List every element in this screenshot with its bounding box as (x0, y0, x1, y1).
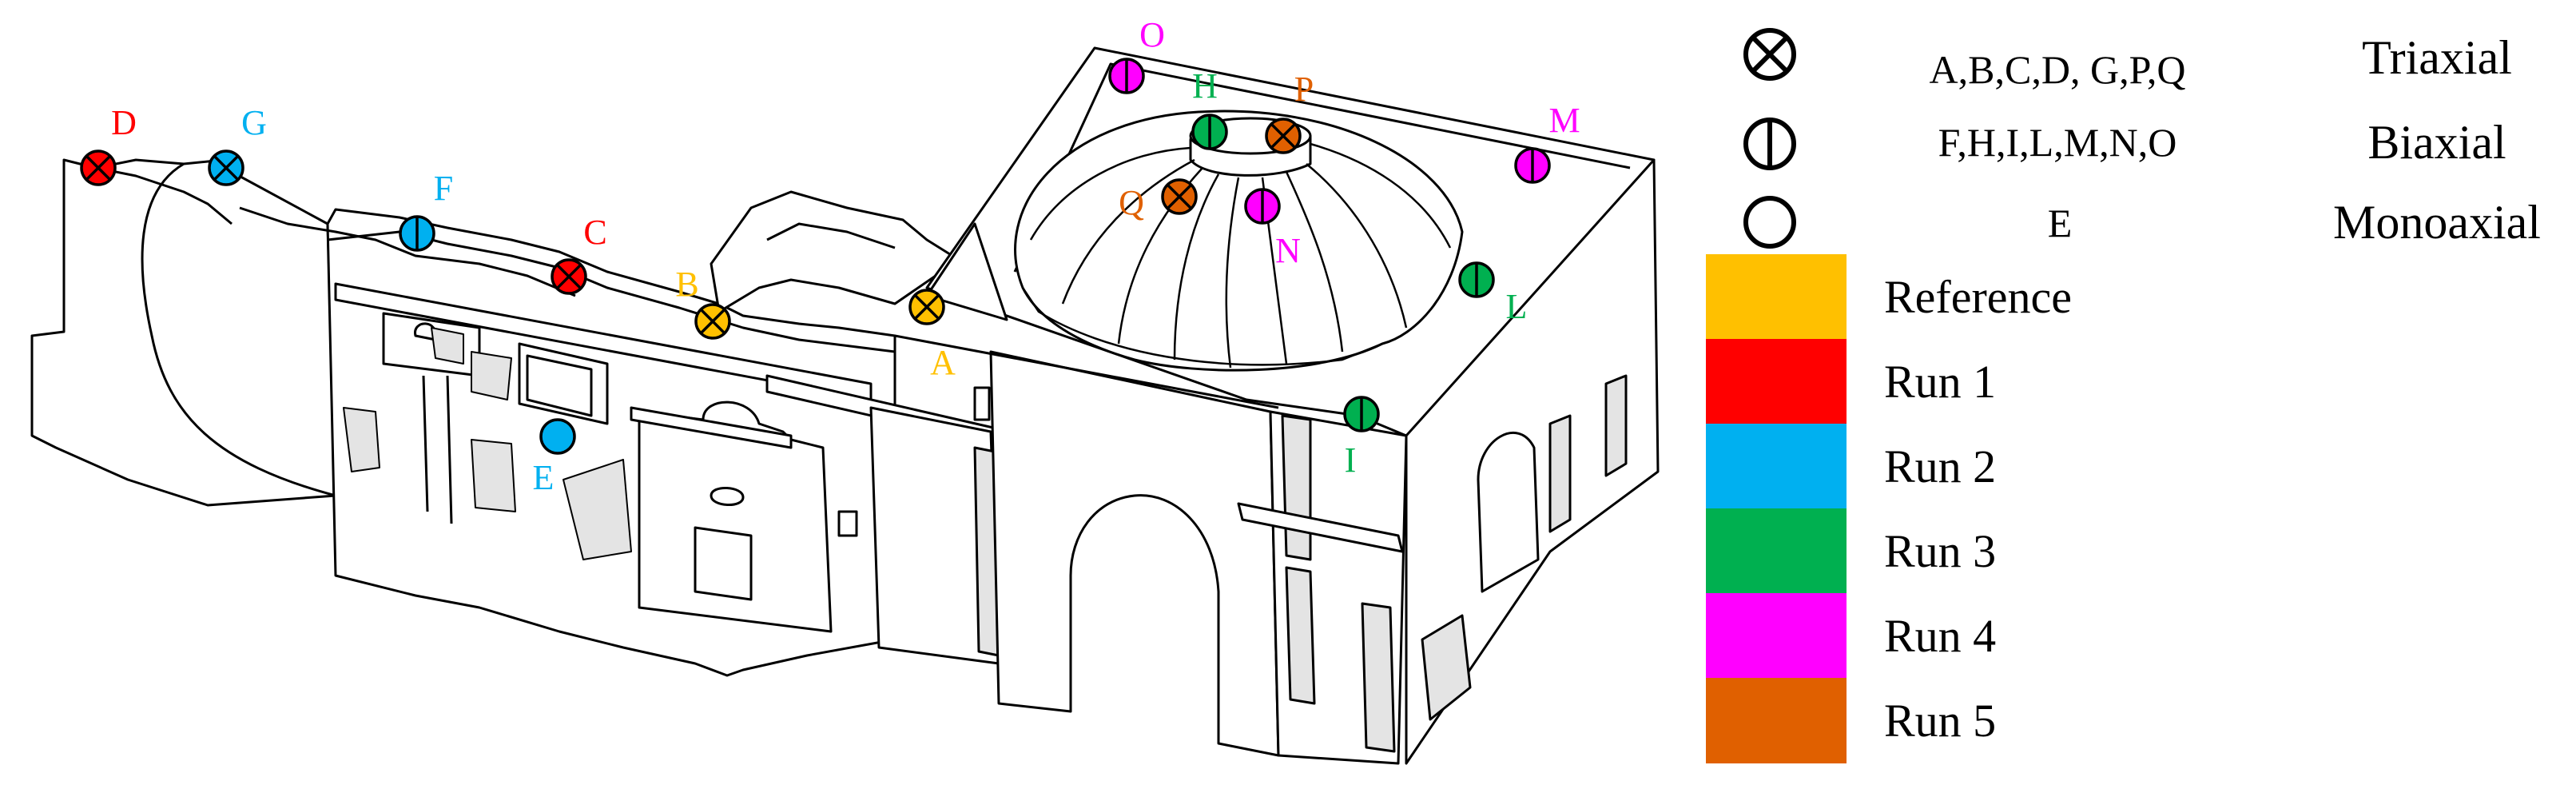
biaxial-icon (1743, 118, 1796, 170)
sensor-label: C (583, 213, 606, 252)
sensor-label: F (434, 169, 453, 208)
legend-run-row: Run 2 (1706, 424, 1996, 509)
legend-triaxial-label: Triaxial (2362, 31, 2512, 84)
legend-run-row: Run 1 (1706, 339, 1996, 424)
triaxial-icon (1743, 28, 1796, 81)
upper-wall-ridge (95, 166, 576, 297)
gable-oval (710, 486, 745, 507)
arch-top-edge (894, 334, 1279, 409)
legend-run-label: Run 4 (1884, 610, 1996, 662)
sensor-d-triaxial: D (80, 103, 137, 186)
sensor-marker (539, 418, 576, 455)
sensor-i-biaxial: I (1343, 396, 1380, 480)
sensor-f-biaxial: F (399, 169, 453, 252)
sensor-m-biaxial: M (1514, 101, 1580, 184)
right-window-2 (1285, 566, 1316, 705)
legend-type-row-biaxial: F,H,I,L,M,N,O Biaxial (1743, 116, 2506, 170)
side-fragment (1421, 614, 1472, 721)
dome (1014, 110, 1464, 372)
legend-run-swatch (1706, 678, 1847, 763)
sensor-label: O (1139, 15, 1165, 54)
legend-run-row: Run 4 (1706, 593, 1996, 679)
sensor-h-biaxial: H (1191, 66, 1228, 150)
side-panel-1 (1548, 414, 1572, 533)
window-2-inner (526, 354, 593, 417)
sensor-b-triaxial: B (675, 265, 731, 340)
sensor-label: N (1275, 231, 1301, 270)
legend-run-swatch (1706, 339, 1847, 424)
arch-block (989, 350, 1280, 757)
legend-biaxial-label: Biaxial (2367, 116, 2506, 169)
right-cornice (1237, 502, 1404, 553)
gable-door (694, 526, 753, 601)
legend: A,B,C,D, G,P,Q Triaxial F,H,I,L,M,N,O Bi… (1706, 28, 2541, 763)
legend-run-label: Run 2 (1884, 440, 1996, 492)
sensor-a-triaxial: A (908, 289, 956, 382)
legend-run-swatch (1706, 593, 1847, 679)
sensor-label: L (1506, 287, 1528, 326)
sensor-label: H (1192, 66, 1218, 106)
sensor-label: B (675, 265, 698, 304)
sensor-label: Q (1119, 183, 1144, 222)
sensor-g-triaxial: G (208, 103, 267, 186)
sensor-label: P (1294, 70, 1314, 109)
legend-run-label: Run 1 (1884, 356, 1996, 408)
tower-curve (141, 162, 336, 497)
roof-triangle (925, 222, 1008, 321)
legend-monoaxial-label: Monoaxial (2333, 196, 2541, 249)
monoaxial-icon (1743, 196, 1796, 249)
central-gable (638, 400, 833, 633)
sensor-p-triaxial: P (1265, 70, 1314, 154)
legend-type-row-triaxial: A,B,C,D, G,P,Q Triaxial (1743, 28, 2512, 92)
sensor-label: G (241, 103, 267, 142)
sensor-n-biaxial: N (1244, 188, 1301, 270)
right-window (1281, 414, 1312, 561)
sensor-markers: A B C D E F G H I L M N O P Q (80, 15, 1580, 497)
legend-run-swatch (1706, 424, 1847, 509)
sensor-label: E (533, 458, 555, 497)
sensor-e-monoaxial: E (533, 418, 576, 497)
legend-run-swatch (1706, 508, 1847, 594)
left-tower (30, 158, 337, 507)
legend-run-label: Run 3 (1884, 525, 1996, 577)
sensor-label: D (111, 103, 137, 142)
legend-biaxial-points: F,H,I,L,M,N,O (1938, 120, 2177, 165)
legend-run-row: Run 5 (1706, 678, 1996, 763)
legend-triaxial-points: A,B,C,D, G,P,Q (1930, 47, 2186, 92)
side-arch (1477, 432, 1540, 593)
legend-run-row: Reference (1706, 254, 2072, 340)
side-panel-2 (1604, 374, 1628, 477)
small-window-2 (973, 386, 991, 421)
pilaster-left-1 (422, 375, 453, 524)
sensor-label: M (1548, 101, 1580, 140)
building-drawing (30, 46, 1660, 765)
legend-run-row: Run 3 (1706, 508, 1996, 594)
legend-type-row-monoaxial: E Monoaxial (1743, 196, 2541, 249)
small-window (837, 510, 858, 537)
legend-run-label: Run 5 (1884, 695, 1996, 747)
sensor-l-biaxial: L (1458, 261, 1528, 326)
sensor-q-triaxial: Q (1119, 178, 1198, 222)
legend-run-label: Reference (1884, 271, 2072, 323)
sensor-c-triaxial: C (551, 213, 607, 295)
sensor-label: I (1345, 440, 1357, 480)
sensor-label: A (930, 343, 956, 382)
legend-run-swatch (1706, 254, 1847, 340)
inner-corridor-inner (766, 222, 896, 249)
legend-monoaxial-points: E (2048, 201, 2073, 245)
sensor-o-biaxial: O (1108, 15, 1165, 94)
right-side-window (1361, 602, 1396, 753)
central-gable-cornice (630, 406, 793, 449)
